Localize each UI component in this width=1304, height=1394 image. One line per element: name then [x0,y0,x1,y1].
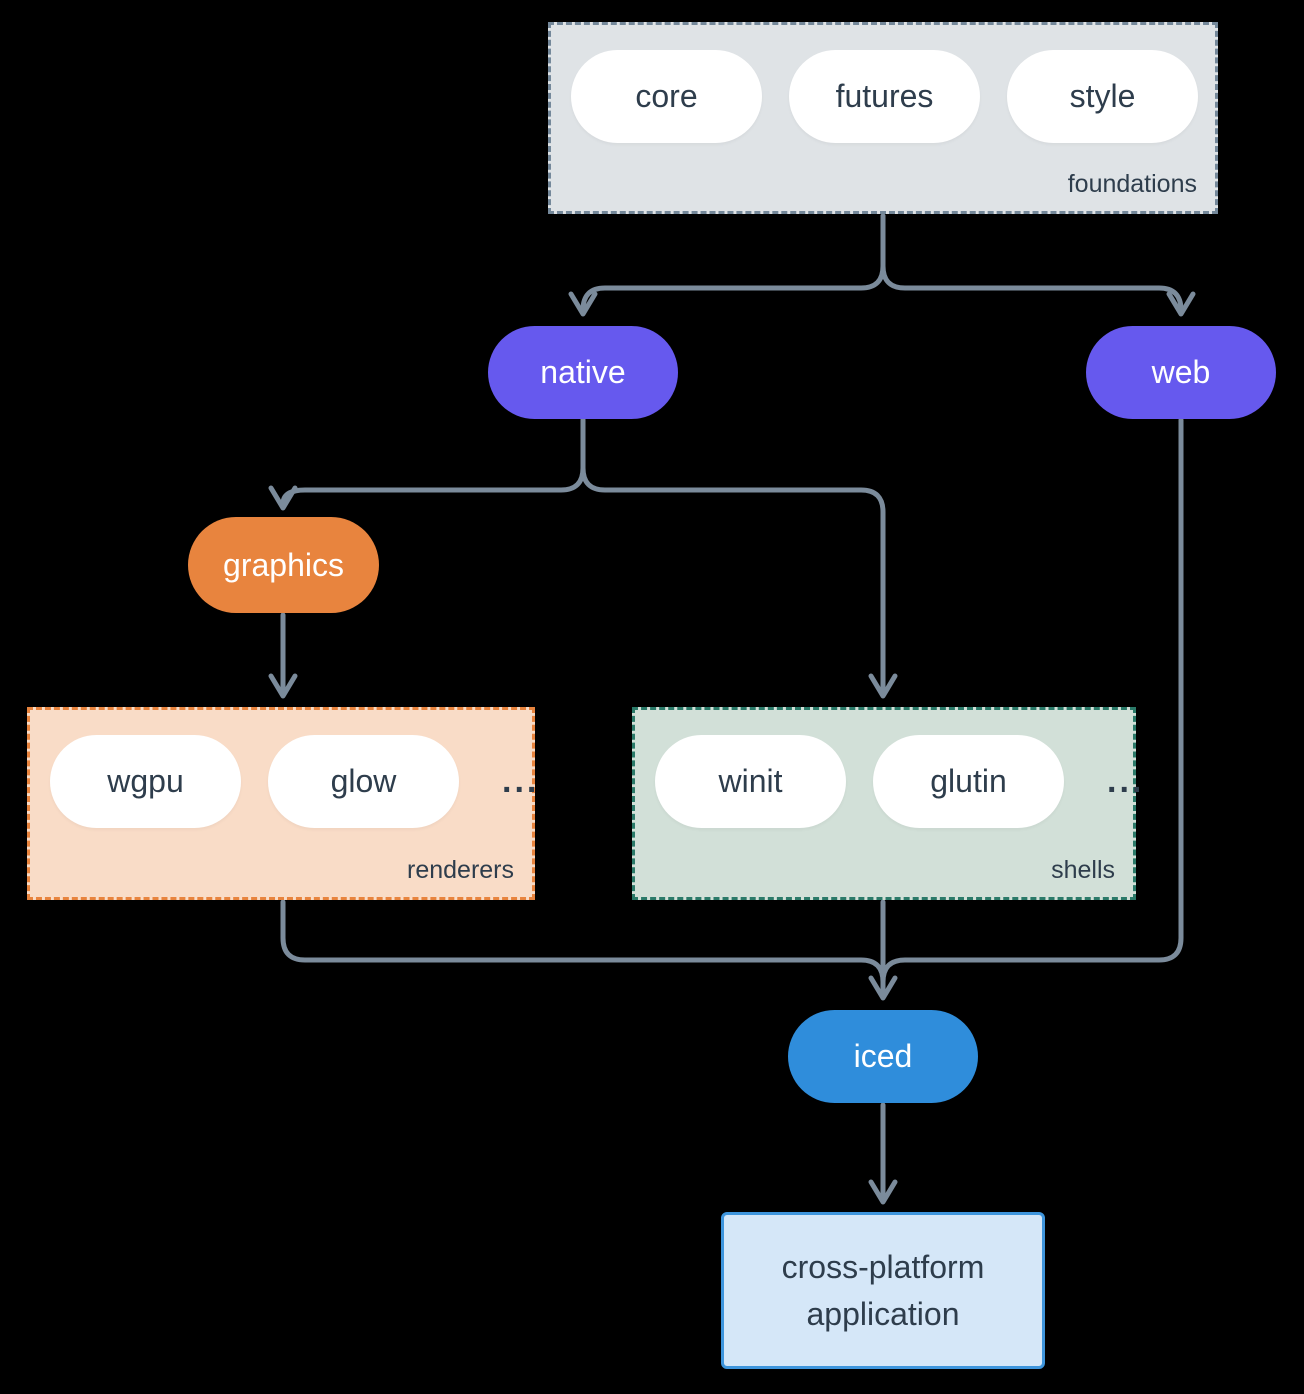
edge-foundations-to-web [880,213,1196,317]
renderers-pill-row: wgpu glow ... [30,710,536,828]
group-label-foundations: foundations [1067,170,1197,198]
edge-native-to-shells [580,417,898,699]
application-label-line1: cross-platform [781,1248,985,1285]
edge-foundations-to-native [568,213,886,317]
group-renderers: wgpu glow ... renderers [27,707,536,900]
node-core: core [571,50,762,143]
application-label-line2: application [806,1295,960,1332]
edge-native-to-graphics [268,417,586,511]
renderers-ellipsis: ... [502,762,540,800]
group-label-renderers: renderers [407,856,514,884]
foundations-pill-row: core futures style [551,25,1215,143]
node-iced: iced [788,1010,978,1103]
node-glow: glow [268,735,459,828]
group-label-shells: shells [1051,856,1115,884]
node-web: web [1086,326,1276,419]
node-wgpu: wgpu [50,735,241,828]
node-winit: winit [655,735,846,828]
group-shells: winit glutin ... shells [632,707,1141,900]
group-foundations: core futures style foundations [548,22,1218,214]
shells-pill-row: winit glutin ... [635,710,1141,828]
shells-ellipsis: ... [1107,762,1145,800]
node-graphics: graphics [188,517,379,613]
node-glutin: glutin [873,735,1064,828]
node-futures: futures [789,50,980,143]
edge-renderers-to-iced [280,899,886,985]
node-native: native [488,326,678,419]
node-cross-platform-application: cross-platform application [721,1212,1045,1369]
node-style: style [1007,50,1198,143]
